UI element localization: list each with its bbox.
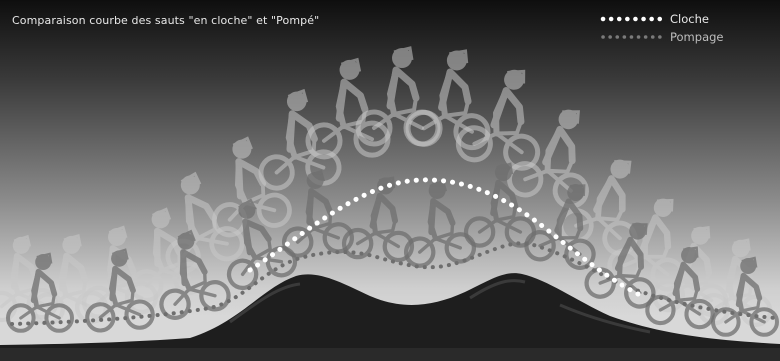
legend-label-pompage: Pompage [670, 30, 724, 44]
legend-item-pompage: Pompage [600, 28, 724, 46]
rider-figure [584, 214, 670, 310]
legend-item-cloche: Cloche [600, 10, 724, 28]
rider-figure [466, 164, 534, 246]
ground-dark-bottom [0, 348, 780, 361]
rider-figure [358, 48, 438, 144]
rider-figure [407, 47, 494, 148]
legend-label-cloche: Cloche [670, 12, 709, 26]
figure-title: Comparaison courbe des sauts "en cloche"… [12, 14, 319, 27]
cloche-swatch-icon [600, 15, 664, 23]
pompage-swatch-icon [600, 33, 664, 41]
legend: Cloche Pompage [600, 10, 724, 46]
